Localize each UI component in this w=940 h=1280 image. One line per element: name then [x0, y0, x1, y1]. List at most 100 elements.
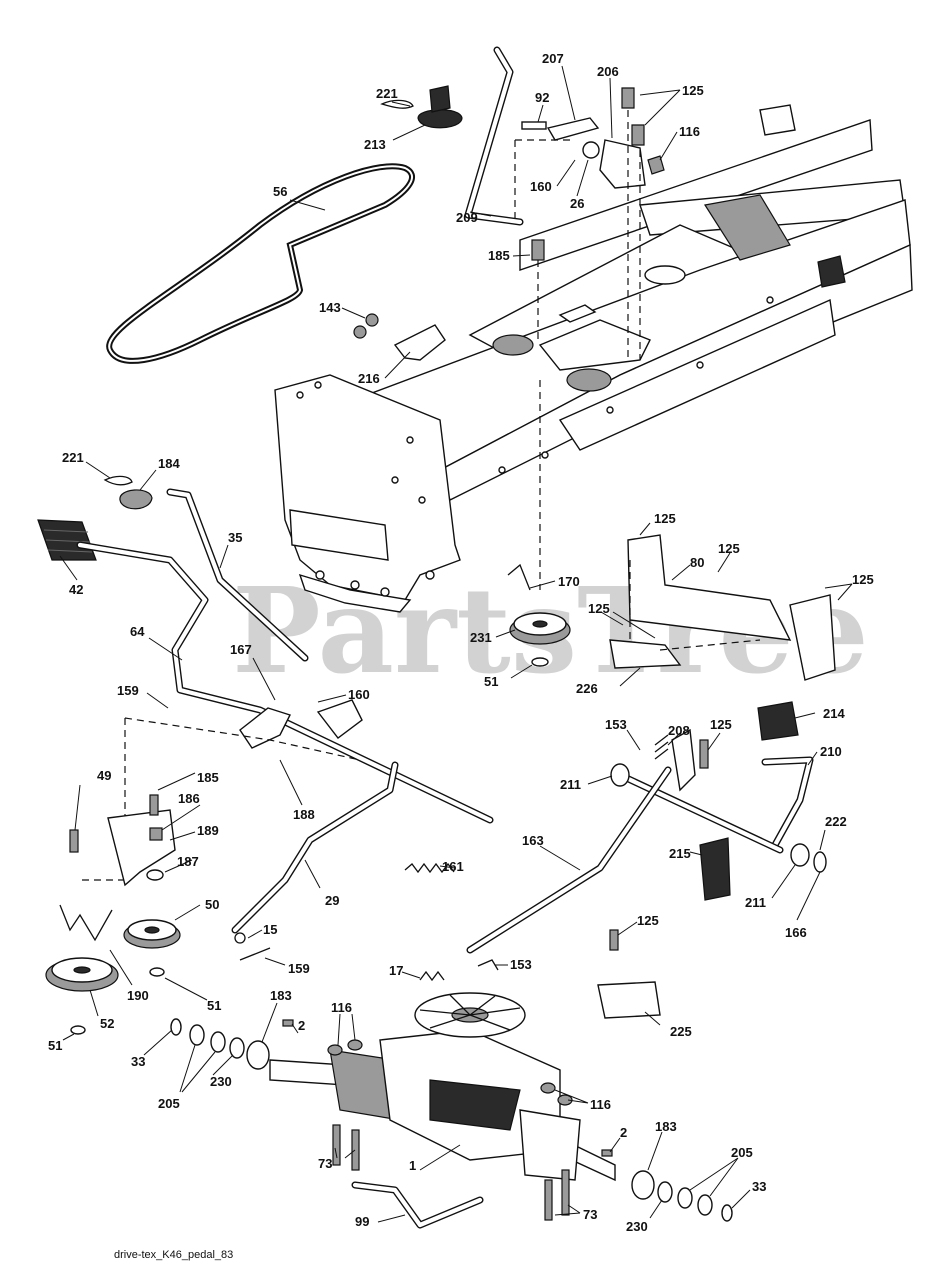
callout-73-right: 73: [583, 1207, 597, 1222]
frame: [274, 104, 913, 613]
callout-17: 17: [389, 963, 403, 978]
callout-2-right: 2: [620, 1125, 627, 1140]
callout-186: 186: [178, 791, 200, 806]
callout-170: 170: [558, 574, 580, 589]
callout-210: 210: [820, 744, 842, 759]
bracket-207: [546, 117, 600, 141]
washer-230a: [229, 1037, 245, 1059]
callout-209: 209: [456, 210, 478, 225]
callout-35: 35: [228, 530, 242, 545]
callout-208: 208: [668, 723, 690, 738]
bolt-185-mid: [149, 794, 159, 816]
spring-208: [654, 734, 669, 760]
callout-125-d: 125: [852, 572, 874, 587]
callout-125-pedal: 125: [710, 717, 732, 732]
callout-230-left: 230: [210, 1074, 232, 1089]
callout-51-top: 51: [484, 674, 498, 689]
shaft-pedal: [616, 771, 784, 854]
bracket-80-end: [789, 594, 836, 681]
callout-187: 187: [177, 854, 199, 869]
callout-2-left: 2: [298, 1018, 305, 1033]
bearing-183a: [246, 1040, 270, 1070]
diagram-caption: drive-tex_K46_pedal_83: [114, 1249, 233, 1261]
pulley-52: [45, 957, 119, 992]
callout-211-low: 211: [745, 895, 766, 910]
callout-206: 206: [597, 64, 619, 79]
pedal-pad-214: [757, 701, 799, 741]
lift-knob-top: [417, 85, 463, 129]
callout-190: 190: [127, 988, 149, 1003]
callout-207: 207: [542, 51, 564, 66]
callout-42: 42: [69, 582, 83, 597]
washer-230b: [657, 1181, 673, 1203]
callout-222: 222: [825, 814, 847, 829]
callout-205-right: 205: [731, 1145, 753, 1160]
washer-205c: [677, 1187, 693, 1209]
bolt-125-top-b: [631, 124, 645, 146]
callout-183-left: 183: [270, 988, 292, 1003]
spring-17: [419, 970, 445, 982]
bearing-183b: [631, 1170, 655, 1200]
rod-99: [351, 1181, 484, 1229]
callout-189: 189: [197, 823, 219, 838]
bolt-73d: [561, 1169, 570, 1216]
callout-163: 163: [522, 833, 544, 848]
bolt-185-top: [531, 239, 545, 261]
callout-56: 56: [273, 184, 287, 199]
callout-50: 50: [205, 897, 219, 912]
leader-lines: [59, 65, 853, 1223]
nut-116e: [557, 1094, 573, 1106]
callout-143: 143: [319, 300, 341, 315]
callout-125-b: 125: [654, 511, 676, 526]
washer-205d: [697, 1194, 713, 1216]
callout-116-top: 116: [679, 124, 700, 139]
callout-160-top: 160: [530, 179, 552, 194]
spacer-186: [149, 827, 163, 841]
washer-15: [234, 932, 246, 944]
pin-221-mid: [103, 475, 133, 486]
knob-184: [119, 489, 153, 510]
callout-188: 188: [293, 807, 315, 822]
callout-225: 225: [670, 1024, 692, 1039]
arm-167: [239, 707, 291, 749]
callout-92: 92: [535, 90, 549, 105]
bracket-216: [393, 324, 446, 361]
key-2a: [282, 1019, 294, 1027]
callout-161: 161: [442, 859, 464, 874]
washer-205b: [210, 1031, 226, 1053]
nut-51-mid: [149, 967, 165, 977]
transaxle: [269, 992, 616, 1182]
bracket-226: [609, 639, 682, 669]
callout-15: 15: [263, 922, 277, 937]
callout-153-low: 153: [510, 957, 532, 972]
callout-116-right: 116: [590, 1097, 611, 1112]
callout-125-top: 125: [682, 83, 704, 98]
callout-226: 226: [576, 681, 598, 696]
callout-51-low: 51: [48, 1038, 62, 1053]
screw-143b: [353, 325, 367, 339]
pedal-210: [761, 756, 814, 849]
callout-167: 167: [230, 642, 252, 657]
callout-216: 216: [358, 371, 380, 386]
callout-80: 80: [690, 555, 704, 570]
nut-116b: [327, 1044, 343, 1056]
callout-125-e: 125: [588, 601, 610, 616]
callout-184: 184: [158, 456, 180, 471]
pin-159-low: [239, 947, 271, 961]
callout-49: 49: [97, 768, 111, 783]
bushing-26: [582, 141, 600, 159]
bushing-211b: [790, 843, 810, 867]
callout-153-top: 153: [605, 717, 627, 732]
rod-29: [231, 761, 399, 934]
bolt-73c: [544, 1179, 553, 1221]
bolt-125-pedal: [699, 739, 709, 769]
washer-187: [146, 869, 164, 881]
nut-116-top: [647, 155, 665, 175]
clip-153b: [477, 959, 499, 971]
callout-99: 99: [355, 1214, 369, 1229]
callout-125-c: 125: [718, 541, 740, 556]
nut-116c: [347, 1039, 363, 1051]
spring-190: [59, 904, 113, 942]
callout-52: 52: [100, 1016, 114, 1031]
